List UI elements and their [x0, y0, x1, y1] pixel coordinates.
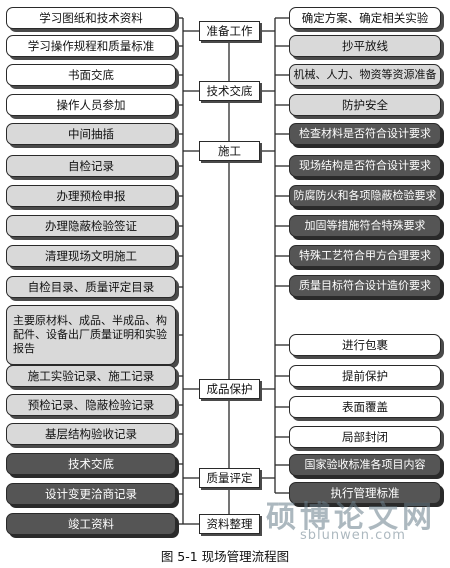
right-item-5: 检查材料是否符合设计要求 [289, 123, 441, 145]
stage-tech-briefing: 技术交底 [199, 81, 260, 101]
left-item-10: 自检目录、质量评定目录 [6, 276, 176, 298]
stage-prep: 准备工作 [199, 21, 260, 41]
left-item-2: 学习操作规程和质量标准 [6, 35, 176, 57]
left-item-16: 设计变更洽商记录 [6, 483, 176, 505]
right-item-13: 表面覆盖 [289, 396, 441, 418]
left-item-13: 预检记录、隐蔽检验记录 [6, 394, 176, 416]
left-item-3: 书面交底 [6, 64, 176, 86]
left-item-1: 学习图纸和技术资料 [6, 7, 176, 29]
stage-protection: 成品保护 [199, 379, 260, 399]
right-item-3: 机械、人力、物资等资源准备 [289, 64, 441, 86]
right-item-10: 质量目标符合设计造价要求 [289, 275, 441, 297]
right-item-16: 执行管理标准 [289, 482, 441, 504]
left-item-8: 办理隐蔽检验签证 [6, 215, 176, 237]
right-item-8: 加固等措施符合特殊要求 [289, 215, 441, 237]
right-item-12: 提前保护 [289, 365, 441, 387]
left-item-17: 竣工资料 [6, 513, 176, 535]
left-item-15: 技术交底 [6, 453, 176, 475]
left-item-7: 办理预检申报 [6, 185, 176, 207]
left-item-11: 主要原材料、成品、半成品、构配件、设备出厂质量证明和实验报告 [6, 305, 176, 365]
right-item-6: 现场结构是否符合设计要求 [289, 155, 441, 177]
right-item-11: 进行包裹 [289, 334, 441, 356]
right-item-7: 防腐防火和各项隐蔽检验要求 [289, 185, 441, 207]
stage-construction: 施工 [199, 141, 260, 161]
left-item-6: 自检记录 [6, 155, 176, 177]
right-item-15: 国家验收标准各项目内容 [289, 454, 441, 476]
left-item-9: 清理现场文明施工 [6, 245, 176, 267]
right-item-2: 抄平放线 [289, 35, 441, 57]
stage-quality: 质量评定 [199, 468, 260, 488]
left-item-4: 操作人员参加 [6, 94, 176, 116]
right-item-9: 特殊工艺符合甲方合理要求 [289, 245, 441, 267]
right-item-1: 确定方案、确定相关实验 [289, 7, 441, 29]
left-item-14: 基层结构验收记录 [6, 423, 176, 445]
left-item-12: 施工实验记录、施工记录 [6, 365, 176, 387]
stage-archive: 资料整理 [199, 514, 260, 534]
left-item-5: 中间抽插 [6, 123, 176, 145]
figure-caption: 图 5-1 现场管理流程图 [160, 549, 290, 564]
right-item-4: 防护安全 [289, 94, 441, 116]
right-item-14: 局部封闭 [289, 426, 441, 448]
